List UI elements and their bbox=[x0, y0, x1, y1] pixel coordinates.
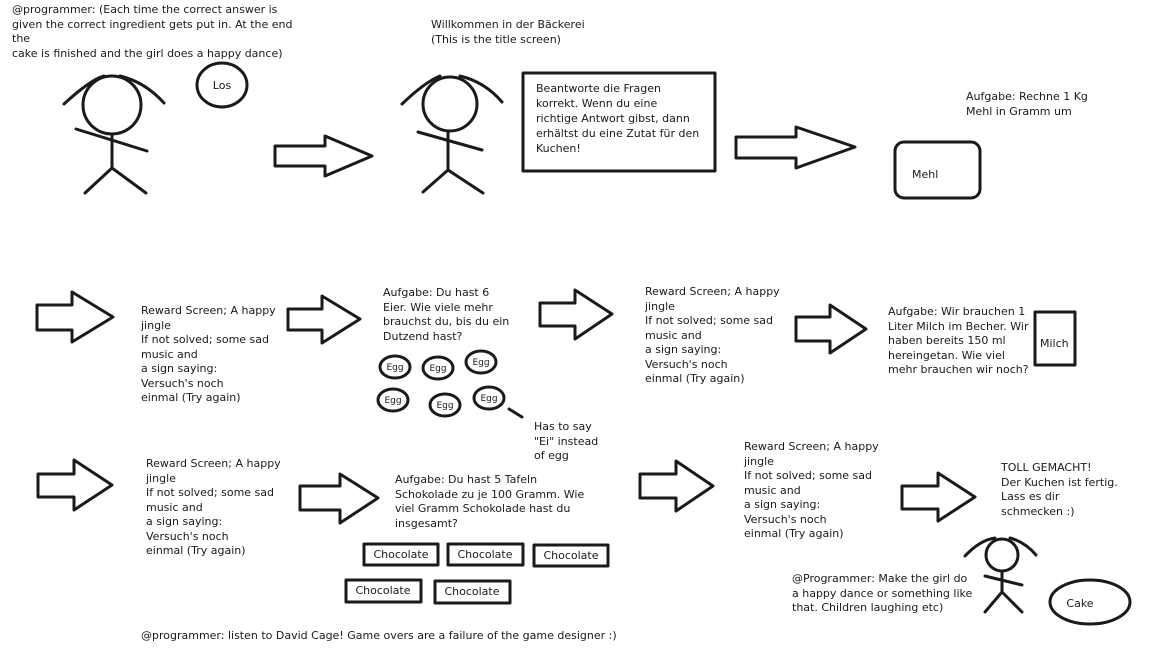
instruction-text: Beantworte die Fragen korrekt. Wenn du e… bbox=[536, 82, 700, 155]
chocolate-label: Chocolate bbox=[355, 584, 410, 597]
los-button[interactable]: Los bbox=[195, 61, 249, 109]
egg-note-pointer bbox=[507, 407, 524, 419]
chocolate-label: Chocolate bbox=[373, 548, 428, 561]
egg-label: Egg bbox=[386, 363, 403, 373]
chocolate-5[interactable]: Chocolate bbox=[433, 579, 512, 605]
los-label: Los bbox=[213, 79, 232, 92]
arrow-6 bbox=[794, 303, 868, 355]
programmer-dance-note: @Programmer: Make the girl do a happy da… bbox=[792, 572, 973, 614]
task-2-text: Aufgabe: Du hast 6 Eier. Wie viele mehr … bbox=[383, 286, 510, 343]
egg-6[interactable]: Egg bbox=[472, 385, 506, 411]
arrow-9 bbox=[638, 459, 715, 513]
cake-label: Cake bbox=[1066, 597, 1093, 610]
arrow-5 bbox=[538, 288, 614, 341]
girl-figure-2 bbox=[400, 74, 504, 195]
arrow-1 bbox=[273, 134, 374, 178]
egg-3[interactable]: Egg bbox=[464, 349, 498, 375]
chocolate-1[interactable]: Chocolate bbox=[362, 542, 440, 567]
chocolate-label: Chocolate bbox=[543, 549, 598, 562]
finish-text: TOLL GEMACHT! Der Kuchen ist fertig. Las… bbox=[1001, 461, 1118, 518]
egg-label: Egg bbox=[384, 396, 401, 406]
girl-figure-3 bbox=[963, 536, 1038, 614]
task-1-text: Aufgabe: Rechne 1 Kg Mehl in Gramm um bbox=[966, 90, 1088, 118]
milch-item[interactable] bbox=[1033, 310, 1077, 367]
reward-3-text: Reward Screen; A happy jingle If not sol… bbox=[146, 457, 281, 557]
task-3-text: Aufgabe: Wir brauchen 1 Liter Milch im B… bbox=[888, 305, 1029, 376]
egg-1[interactable]: Egg bbox=[378, 354, 412, 380]
arrow-3 bbox=[35, 290, 115, 344]
arrow-7 bbox=[36, 458, 114, 512]
mehl-label: Mehl bbox=[912, 168, 938, 181]
chocolate-label: Chocolate bbox=[457, 548, 512, 561]
chocolate-3[interactable]: Chocolate bbox=[532, 543, 610, 568]
programmer-note-top: @programmer: (Each time the correct answ… bbox=[12, 3, 293, 60]
arrow-2 bbox=[734, 125, 857, 170]
chocolate-label: Chocolate bbox=[444, 585, 499, 598]
chocolate-4[interactable]: Chocolate bbox=[344, 578, 423, 604]
cake-item[interactable]: Cake bbox=[1048, 578, 1132, 626]
instruction-box bbox=[521, 71, 717, 173]
arrow-4 bbox=[286, 294, 362, 345]
egg-5[interactable]: Egg bbox=[428, 392, 462, 418]
egg-label: Egg bbox=[472, 358, 489, 368]
egg-note: Has to say "Ei" instead of egg bbox=[534, 420, 599, 462]
milch-label: Milch bbox=[1040, 337, 1069, 350]
reward-1-text: Reward Screen; A happy jingle If not sol… bbox=[141, 304, 276, 404]
egg-label: Egg bbox=[436, 401, 453, 411]
egg-label: Egg bbox=[480, 394, 497, 404]
egg-2[interactable]: Egg bbox=[421, 355, 455, 381]
reward-2-text: Reward Screen; A happy jingle If not sol… bbox=[645, 285, 780, 385]
task-4-text: Aufgabe: Du hast 5 Tafeln Schokolade zu … bbox=[395, 473, 585, 530]
reward-4-text: Reward Screen; A happy jingle If not sol… bbox=[744, 440, 879, 540]
mehl-item[interactable] bbox=[893, 140, 982, 200]
arrow-10 bbox=[900, 471, 977, 523]
egg-4[interactable]: Egg bbox=[376, 387, 410, 413]
title-screen-note: Willkommen in der Bäckerei (This is the … bbox=[431, 18, 585, 46]
egg-label: Egg bbox=[429, 364, 446, 374]
arrow-8 bbox=[298, 472, 380, 525]
programmer-note-bottom: @programmer: listen to David Cage! Game … bbox=[141, 629, 617, 642]
girl-figure-1 bbox=[62, 74, 166, 195]
chocolate-2[interactable]: Chocolate bbox=[446, 542, 525, 567]
